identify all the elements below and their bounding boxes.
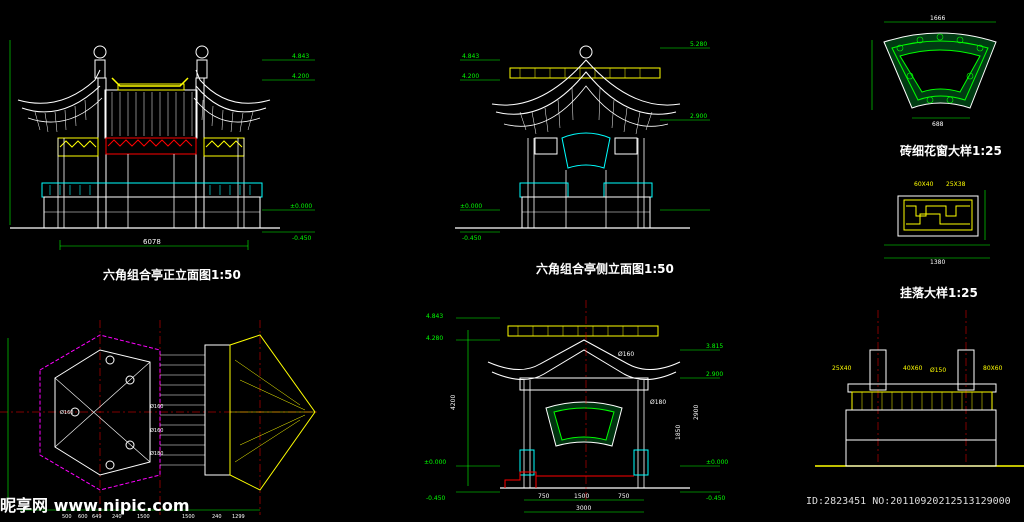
side-elevation-title: 六角组合亭侧立面图1:50 bbox=[536, 262, 674, 276]
plan-phi-3: Ø180 bbox=[150, 450, 163, 457]
section-height-dim: 4200 bbox=[450, 395, 457, 410]
side-level-3: 5.280 bbox=[690, 41, 707, 48]
section-total-width: 3000 bbox=[576, 505, 591, 512]
window-bottom-dim: 688 bbox=[932, 121, 944, 128]
front-elevation-drawing bbox=[9, 40, 315, 250]
detail-dim-b: 40X60 bbox=[903, 365, 923, 372]
plan-dim-3: 240 bbox=[112, 514, 122, 520]
plan-phi-2: Ø160 bbox=[150, 427, 163, 434]
section-level-0-right: ±0.000 bbox=[706, 459, 728, 466]
plan-dim-2: 649 bbox=[92, 514, 102, 520]
plan-dim-0: 500 bbox=[62, 514, 72, 520]
section-level-neg: -0.450 bbox=[426, 495, 446, 502]
section-width-2: 1500 bbox=[574, 493, 589, 500]
section-level-0: ±0.000 bbox=[424, 459, 446, 466]
detail-dim-d: 80X60 bbox=[983, 365, 1003, 372]
lattice-dim-a: 60X40 bbox=[914, 181, 934, 188]
section-level-neg-right: -0.450 bbox=[706, 495, 726, 502]
plan-phi-1: Ø160 bbox=[150, 403, 163, 410]
section-level-2: 4.280 bbox=[426, 335, 443, 342]
hanging-lattice-drawing bbox=[884, 190, 990, 259]
side-level-neg: -0.450 bbox=[462, 235, 482, 242]
front-level-2: 4.200 bbox=[292, 73, 309, 80]
section-level-3: 3.815 bbox=[706, 343, 723, 350]
front-elevation-title: 六角组合亭正立面图1:50 bbox=[103, 268, 241, 282]
plan-dim-6: 240 bbox=[212, 514, 222, 520]
lattice-dim-b: 25X38 bbox=[946, 181, 966, 188]
side-elevation-drawing bbox=[455, 45, 710, 233]
section-height-2: 2900 bbox=[693, 405, 700, 420]
window-top-dim: 1666 bbox=[930, 15, 945, 22]
section-level-1: 4.843 bbox=[426, 313, 443, 320]
side-level-0: ±0.000 bbox=[460, 203, 482, 210]
section-phi-180: Ø180 bbox=[650, 399, 666, 406]
watermark-logo: 昵享网 www.nipic.com bbox=[0, 496, 190, 515]
front-level-neg: -0.450 bbox=[292, 235, 312, 242]
hanging-lattice-title: 挂落大样1:25 bbox=[900, 286, 978, 300]
side-level-4: 2.900 bbox=[690, 113, 707, 120]
side-level-1: 4.843 bbox=[462, 53, 479, 60]
front-level-1: 4.843 bbox=[292, 53, 309, 60]
section-height-3: 1850 bbox=[675, 425, 682, 440]
section-width-1: 750 bbox=[538, 493, 550, 500]
section-width-3: 750 bbox=[618, 493, 630, 500]
section-drawing bbox=[456, 300, 720, 513]
plan-dim-7: 1299 bbox=[232, 514, 245, 520]
brick-window-drawing bbox=[871, 21, 997, 119]
section-phi-160: Ø160 bbox=[618, 351, 634, 358]
plan-dim-5: 1500 bbox=[182, 514, 195, 520]
detail-dim-a: 25X40 bbox=[832, 365, 852, 372]
plan-dim-1: 600 bbox=[78, 514, 88, 520]
detail-dim-c: Ø150 bbox=[930, 367, 946, 374]
brick-window-title: 砖细花窗大样1:25 bbox=[900, 144, 1002, 158]
section-level-4: 2.900 bbox=[706, 371, 723, 378]
plan-phi-0: Ø160 bbox=[60, 409, 73, 416]
front-level-0: ±0.000 bbox=[290, 203, 312, 210]
watermark-id: ID:2823451 NO:20110920212513129000 bbox=[806, 496, 1011, 507]
side-level-2: 4.200 bbox=[462, 73, 479, 80]
plan-dim-4: 1500 bbox=[137, 514, 150, 520]
balustrade-detail-drawing bbox=[815, 310, 1024, 467]
front-width-dim: 6078 bbox=[143, 238, 161, 246]
lattice-width-dim: 1380 bbox=[930, 259, 945, 266]
plan-drawing bbox=[0, 320, 320, 515]
